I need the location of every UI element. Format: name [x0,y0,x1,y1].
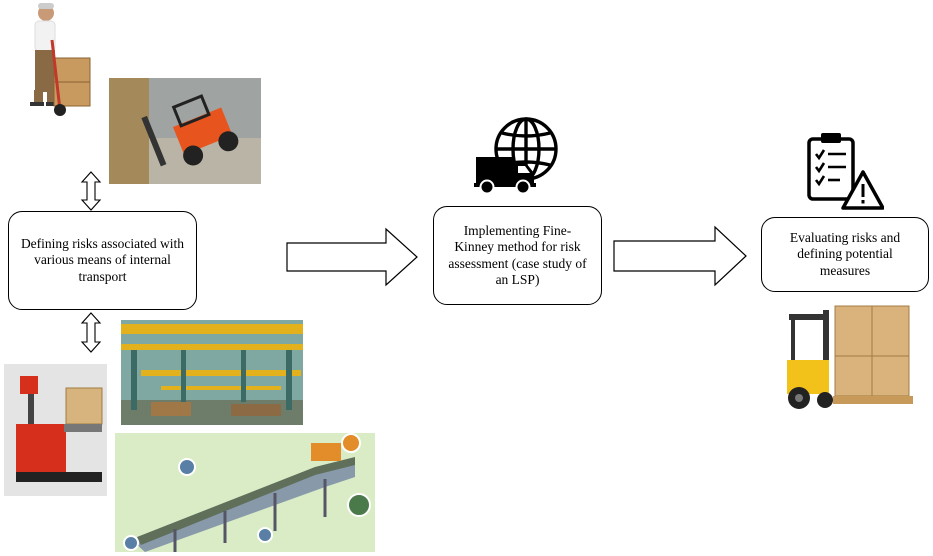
flow-arrow-2 [613,225,747,287]
hand-truck-worker-photo [8,0,108,118]
step-box-fine-kinney: Implementing Fine-Kinney method for risk… [433,206,602,305]
step-box-evaluating-risks: Evaluating risks and defining potential … [761,217,929,292]
forklift-with-boxes-photo [779,300,919,415]
electric-pallet-truck-photo [4,364,107,496]
clipboard-warning-icon [807,133,884,210]
tipping-forklift-photo [109,78,261,184]
step-box-defining-risks: Defining risks associated with various m… [8,211,197,310]
double-arrow-bottom [80,312,102,353]
step-box-label: Implementing Fine-Kinney method for risk… [448,223,587,287]
flow-arrow-1 [286,227,418,287]
step-box-label: Evaluating risks and defining potential … [789,230,901,278]
belt-conveyor-illustration [115,433,375,552]
double-arrow-top [80,171,102,211]
step-box-label: Defining risks associated with various m… [20,236,185,284]
truck-globe-icon [474,117,558,195]
overhead-crane-hall-photo [121,320,303,425]
